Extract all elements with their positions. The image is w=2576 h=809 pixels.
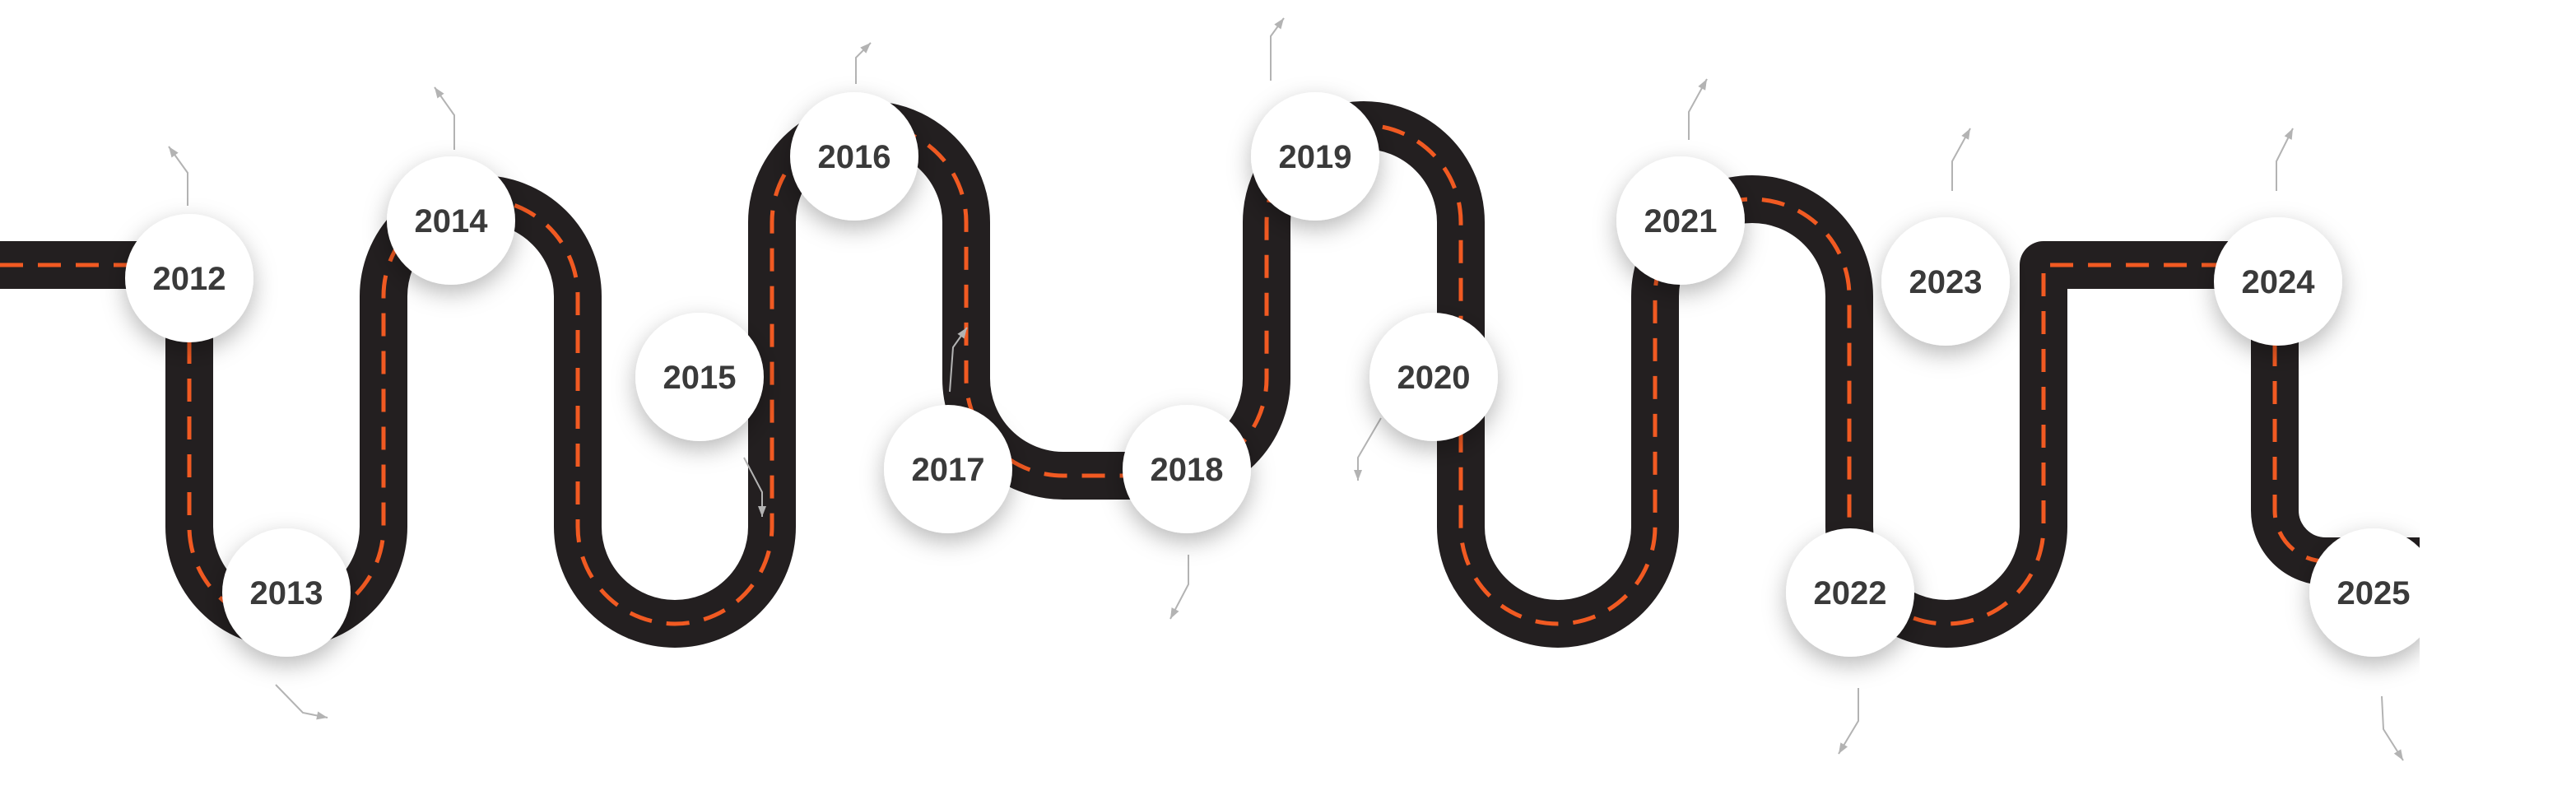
pointer-line bbox=[2276, 128, 2294, 191]
milestone-circle bbox=[1369, 313, 1498, 441]
arrowhead-icon bbox=[169, 146, 179, 158]
milestone-circle bbox=[790, 92, 918, 221]
arrowhead-icon bbox=[860, 43, 871, 53]
pointer-line bbox=[1838, 688, 1859, 755]
arrowhead-icon bbox=[1839, 742, 1848, 754]
milestone-year-label: 2013 bbox=[250, 575, 323, 611]
milestone-circle bbox=[1616, 156, 1745, 285]
milestone-year-label: 2025 bbox=[2337, 575, 2411, 611]
arrowhead-icon bbox=[1961, 128, 1970, 140]
milestone-2020: 2020 bbox=[1369, 313, 1498, 441]
milestone-2025: 2025 bbox=[2309, 528, 2438, 657]
arrowhead-icon bbox=[758, 506, 766, 517]
milestone-2015: 2015 bbox=[635, 313, 764, 441]
milestone-year-label: 2017 bbox=[912, 452, 985, 488]
pointer-line bbox=[1688, 78, 1708, 140]
pointer-line bbox=[275, 684, 328, 718]
milestone-2021: 2021 bbox=[1616, 156, 1745, 285]
pointer-line bbox=[1951, 128, 1971, 191]
milestone-2022: 2022 bbox=[1786, 528, 1914, 657]
milestone-year-label: 2021 bbox=[1644, 203, 1718, 239]
milestone-2013: 2013 bbox=[222, 528, 351, 657]
pointer-line bbox=[434, 86, 455, 150]
milestone-year-label: 2014 bbox=[415, 203, 489, 239]
milestone-year-label: 2012 bbox=[153, 261, 226, 297]
milestone-2023: 2023 bbox=[1881, 217, 2010, 346]
arrowhead-icon bbox=[1170, 607, 1179, 619]
milestone-year-label: 2022 bbox=[1814, 575, 1887, 611]
milestone-year-label: 2018 bbox=[1151, 452, 1224, 488]
arrowhead-icon bbox=[957, 328, 967, 339]
arrowhead-icon bbox=[435, 87, 444, 99]
milestone-circle bbox=[125, 214, 253, 342]
milestone-2019: 2019 bbox=[1251, 92, 1379, 221]
milestone-circle bbox=[1251, 92, 1379, 221]
milestone-2024: 2024 bbox=[2214, 217, 2342, 346]
milestone-circle bbox=[2214, 217, 2342, 346]
pointer-line bbox=[1270, 17, 1285, 81]
pointer-line bbox=[168, 146, 188, 206]
milestone-markers: 2012 2013 2014 2015 2016 2017 2018 2019 2020 2021… bbox=[125, 92, 2438, 657]
milestone-2016: 2016 bbox=[790, 92, 918, 221]
milestone-year-label: 2016 bbox=[818, 139, 891, 175]
milestone-2014: 2014 bbox=[387, 156, 515, 285]
milestone-circle bbox=[2309, 528, 2438, 657]
pointer-lines bbox=[168, 17, 2404, 761]
arrowhead-icon bbox=[2284, 128, 2293, 140]
arrowhead-icon bbox=[316, 711, 328, 720]
milestone-circle bbox=[1786, 528, 1914, 657]
milestone-circle bbox=[635, 313, 764, 441]
milestone-circle bbox=[1123, 405, 1251, 533]
milestone-circle bbox=[1881, 217, 2010, 346]
road bbox=[0, 101, 2420, 648]
arrowhead-icon bbox=[1274, 18, 1284, 30]
milestone-2018: 2018 bbox=[1123, 405, 1251, 533]
milestone-circle bbox=[387, 156, 515, 285]
road-surface bbox=[0, 101, 2420, 648]
milestone-year-label: 2015 bbox=[663, 360, 737, 396]
milestone-year-label: 2020 bbox=[1397, 360, 1471, 396]
milestone-year-label: 2024 bbox=[2242, 264, 2316, 300]
arrowhead-icon bbox=[1698, 79, 1707, 91]
milestone-year-label: 2019 bbox=[1279, 139, 1352, 175]
arrowhead-icon bbox=[1354, 470, 1362, 481]
milestone-year-label: 2023 bbox=[1909, 264, 1983, 300]
pointer-line bbox=[2381, 695, 2404, 761]
pointer-line bbox=[1169, 555, 1189, 620]
right-margin bbox=[2420, 0, 2576, 809]
milestone-circle bbox=[884, 405, 1012, 533]
road-center-dashes bbox=[0, 123, 2420, 626]
milestone-2012: 2012 bbox=[125, 214, 253, 342]
arrowhead-icon bbox=[2393, 749, 2403, 760]
milestone-2017: 2017 bbox=[884, 405, 1012, 533]
milestone-circle bbox=[222, 528, 351, 657]
